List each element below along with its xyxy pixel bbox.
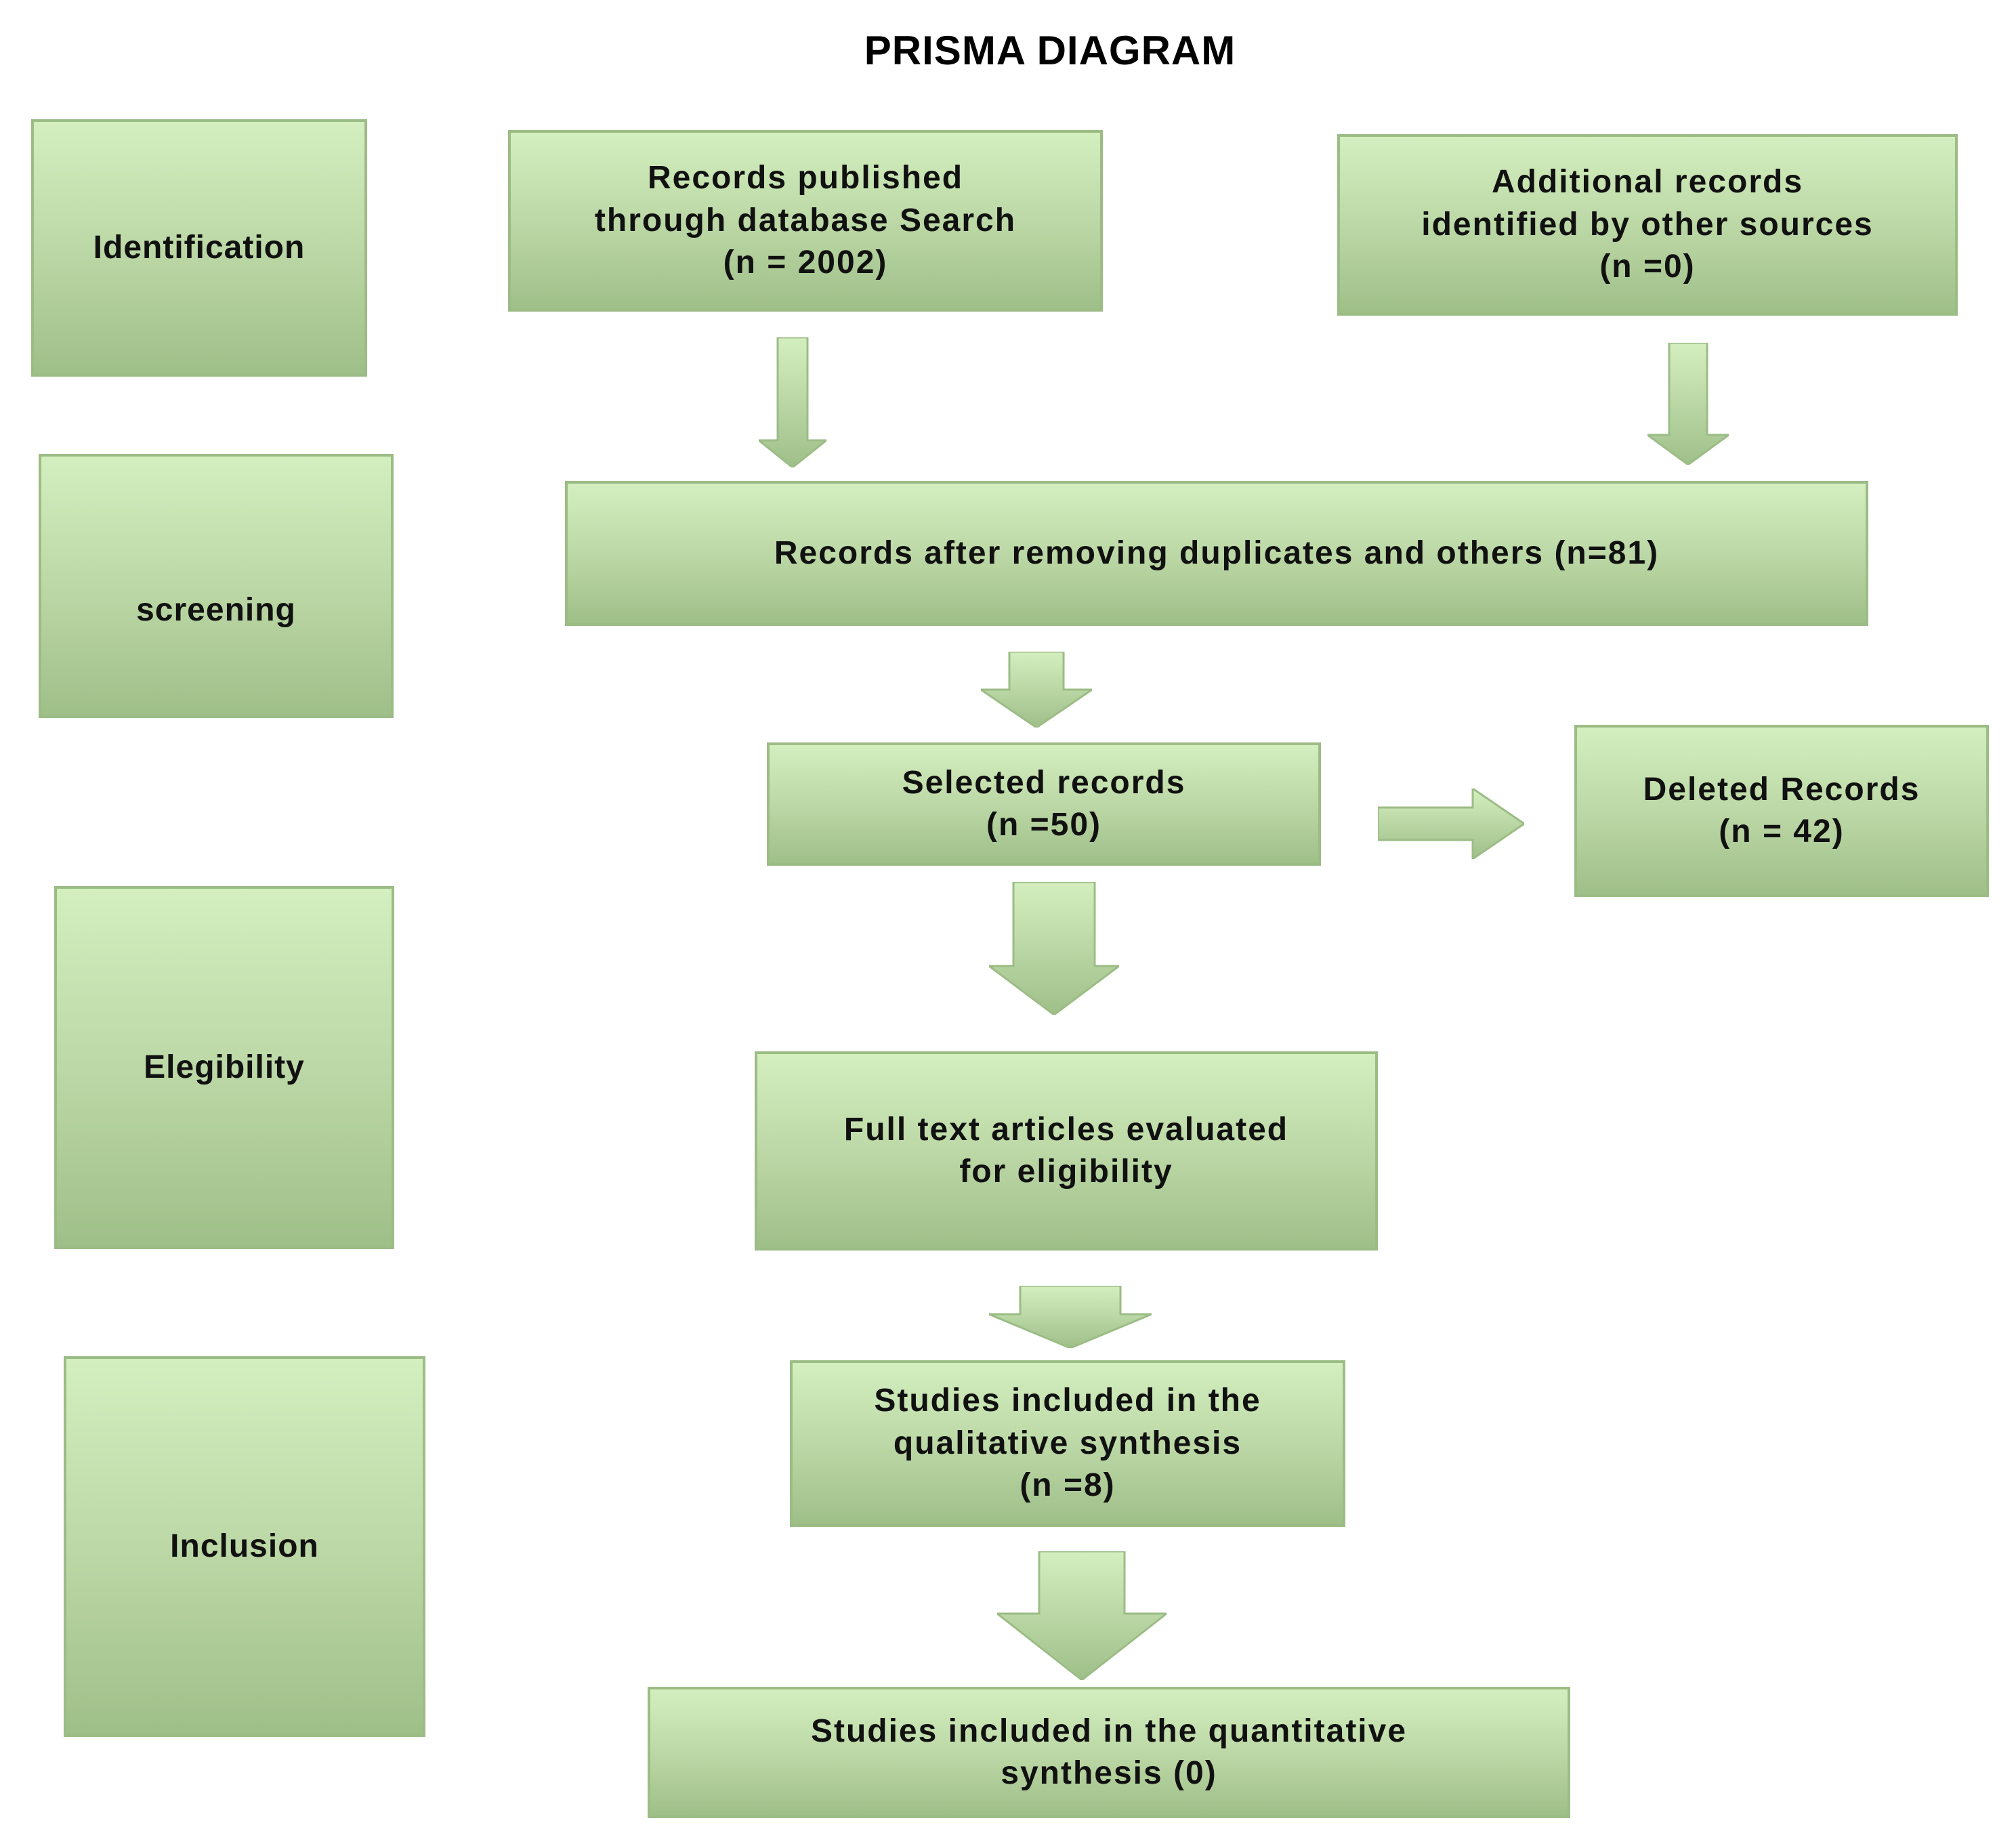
box-qualitative: Studies included in the qualitative synt…: [790, 1360, 1345, 1527]
box-quantitative-text: Studies included in the quantitative syn…: [810, 1713, 1408, 1791]
box-deleted-records: Deleted Records (n = 42): [1574, 725, 1989, 897]
box-qualitative-text: Studies included in the qualitative synt…: [874, 1383, 1261, 1504]
arrow-qualitative-to-quantitative: [997, 1551, 1167, 1680]
box-selected-records: Selected records (n =50): [767, 742, 1321, 866]
box-deleted-records-text: Deleted Records (n = 42): [1643, 771, 1920, 849]
box-full-text-text: Full text articles evaluated for eligibi…: [843, 1111, 1289, 1190]
arrow-database-to-after: [759, 337, 826, 467]
arrow-after-to-selected: [981, 652, 1092, 728]
arrow-other-to-after: [1647, 343, 1729, 465]
stage-identification: Identification: [31, 119, 367, 377]
stage-eligibility-label: Elegibility: [144, 1049, 305, 1085]
stage-screening: screening: [39, 454, 394, 718]
diagram-title: PRISMA DIAGRAM: [864, 28, 1236, 73]
box-quantitative: Studies included in the quantitative syn…: [648, 1687, 1570, 1818]
box-database-records: Records published through database Searc…: [508, 130, 1103, 312]
stage-screening-label: screening: [136, 592, 296, 628]
box-full-text: Full text articles evaluated for eligibi…: [755, 1051, 1378, 1251]
box-selected-records-text: Selected records (n =50): [902, 764, 1186, 843]
box-other-sources: Additional records identified by other s…: [1337, 134, 1958, 316]
arrow-selected-to-fulltext: [989, 882, 1119, 1015]
box-other-sources-text: Additional records identified by other s…: [1421, 164, 1874, 285]
stage-eligibility: Elegibility: [54, 886, 394, 1249]
stage-inclusion: Inclusion: [64, 1356, 425, 1737]
arrow-fulltext-to-qualitative: [989, 1286, 1152, 1348]
box-after-duplicates-text: Records after removing duplicates and ot…: [774, 534, 1660, 571]
stage-identification-label: Identification: [93, 229, 306, 266]
arrow-selected-to-deleted: [1378, 789, 1524, 859]
box-after-duplicates: Records after removing duplicates and ot…: [565, 481, 1868, 626]
box-database-records-text: Records published through database Searc…: [594, 160, 1017, 281]
stage-inclusion-label: Inclusion: [170, 1528, 319, 1564]
